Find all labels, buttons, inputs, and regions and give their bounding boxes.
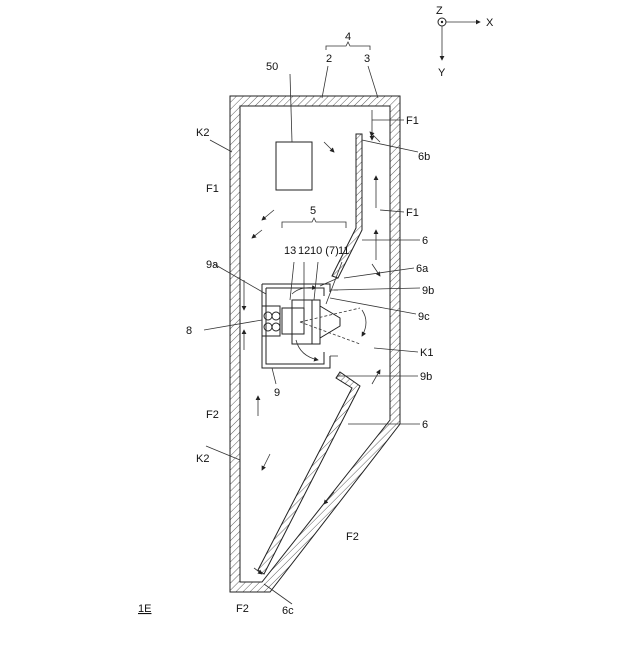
svg-text:9a: 9a xyxy=(206,259,219,271)
svg-text:F1: F1 xyxy=(406,115,419,127)
svg-text:6: 6 xyxy=(422,419,428,431)
svg-text:11: 11 xyxy=(338,245,349,257)
svg-text:12: 12 xyxy=(298,245,310,257)
svg-text:6a: 6a xyxy=(416,263,429,275)
svg-text:6: 6 xyxy=(422,235,428,247)
svg-text:K2: K2 xyxy=(196,127,209,139)
svg-text:K1: K1 xyxy=(420,347,433,359)
svg-text:6c: 6c xyxy=(282,605,294,617)
svg-text:F1: F1 xyxy=(206,183,219,195)
connector-8 xyxy=(262,306,280,336)
svg-text:2: 2 xyxy=(326,53,332,65)
svg-text:9c: 9c xyxy=(418,311,430,323)
svg-text:10 (7): 10 (7) xyxy=(310,245,339,257)
camera-unit xyxy=(262,284,340,368)
svg-text:50: 50 xyxy=(266,61,278,73)
svg-text:F2: F2 xyxy=(346,531,359,543)
svg-text:9: 9 xyxy=(274,387,280,399)
svg-text:9b: 9b xyxy=(420,371,432,383)
svg-text:F2: F2 xyxy=(206,409,219,421)
axis-y-label: Y xyxy=(438,67,446,79)
svg-text:3: 3 xyxy=(364,53,370,65)
svg-text:6b: 6b xyxy=(418,151,430,163)
axis-indicator: Z X Y xyxy=(436,5,494,79)
svg-text:F1: F1 xyxy=(406,207,419,219)
figure-id: 1E xyxy=(138,603,151,615)
svg-text:K2: K2 xyxy=(196,453,209,465)
axis-x-label: X xyxy=(486,17,494,29)
brace-5: 5 xyxy=(282,205,346,228)
svg-text:9b: 9b xyxy=(422,285,434,297)
svg-text:4: 4 xyxy=(345,31,351,43)
lens-barrel-10 xyxy=(312,300,320,344)
holder-13 xyxy=(292,300,312,344)
svg-text:F2: F2 xyxy=(236,603,249,615)
svg-text:13: 13 xyxy=(284,245,296,257)
axis-z-label: Z xyxy=(436,5,443,17)
partition-6-lower xyxy=(258,372,360,574)
brace-4: 4 2 3 xyxy=(322,31,378,98)
sensor-12 xyxy=(282,308,304,334)
svg-text:5: 5 xyxy=(310,205,316,217)
connector-pin-icon xyxy=(264,312,272,320)
component-50-box xyxy=(276,142,312,190)
partition-6-upper xyxy=(320,134,362,286)
svg-text:8: 8 xyxy=(186,325,192,337)
